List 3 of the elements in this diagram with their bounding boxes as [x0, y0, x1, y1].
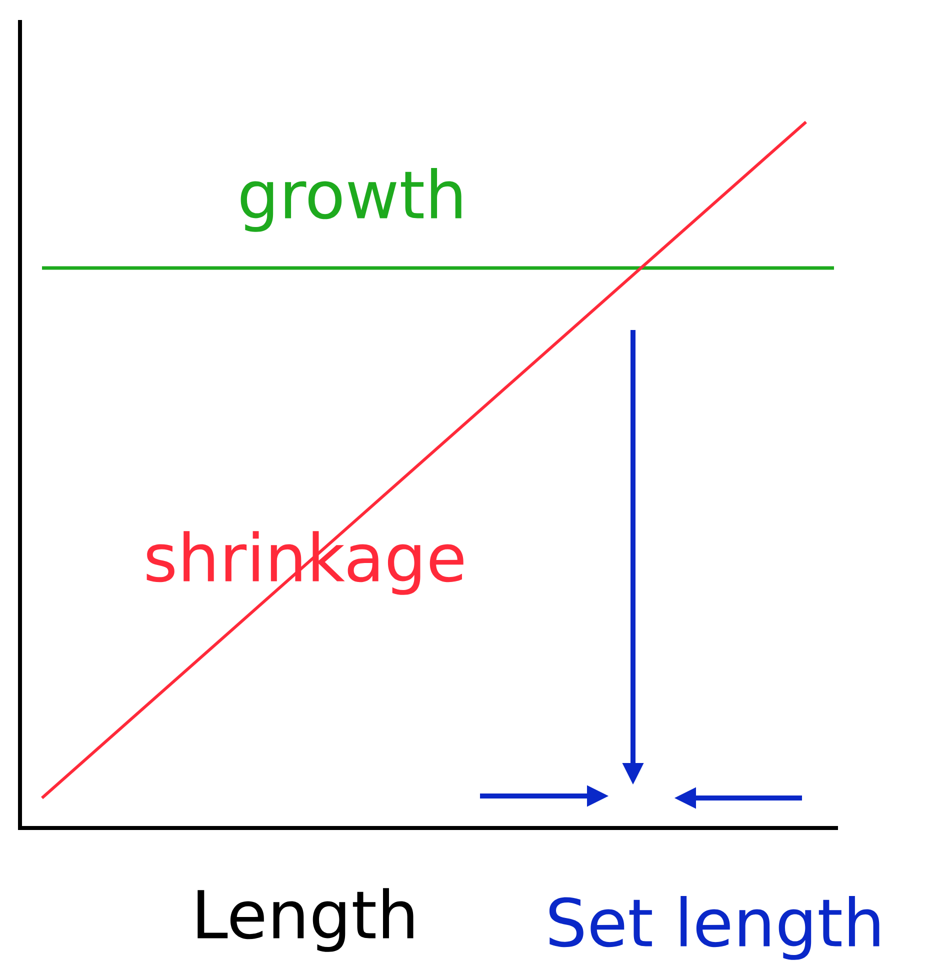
curve-label: growth — [240, 168, 462, 232]
axis-label: Length — [198, 888, 414, 952]
axis-label: Set length — [549, 896, 880, 960]
